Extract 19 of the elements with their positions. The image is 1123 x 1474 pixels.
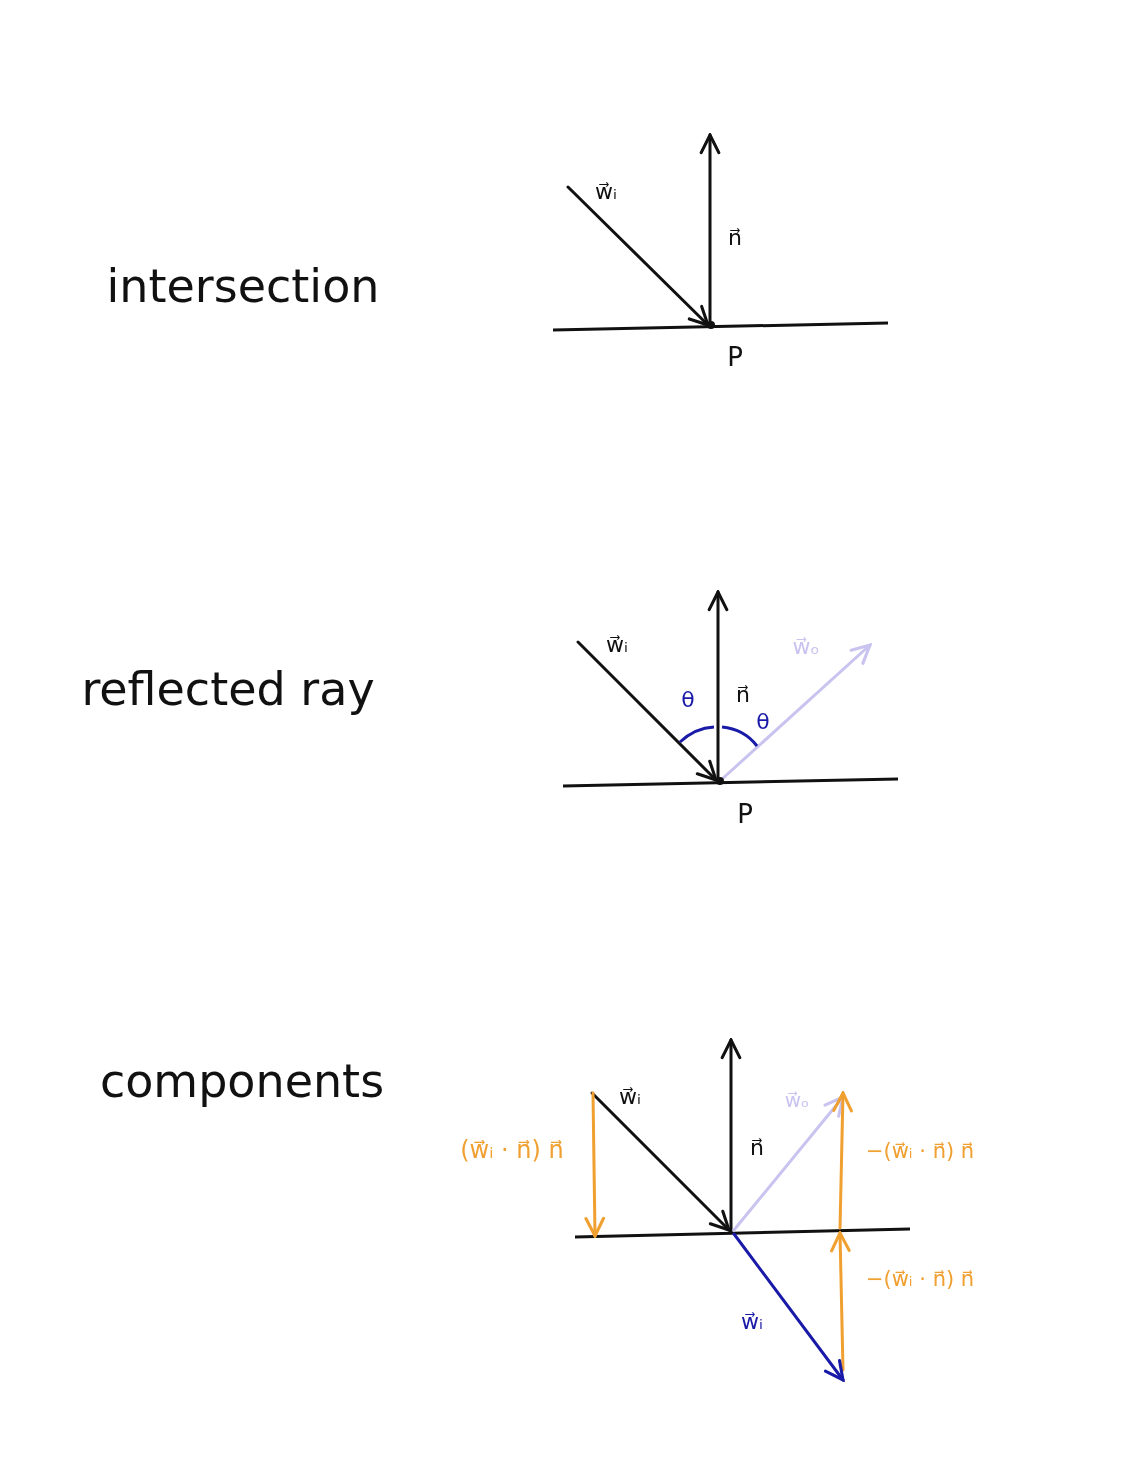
point-label: P bbox=[737, 799, 753, 831]
angle-label: θ bbox=[681, 686, 695, 714]
section-title: reflected ray bbox=[81, 662, 375, 718]
vector-label: w⃗ᵢ bbox=[595, 178, 617, 206]
vector-label: n⃗ bbox=[728, 224, 742, 252]
section-title: intersection bbox=[106, 259, 380, 315]
vector-label: w⃗ₒ bbox=[784, 1088, 810, 1112]
vector-label: w⃗ᵢ bbox=[619, 1083, 641, 1111]
formula-label: −(w⃗ᵢ · n⃗) n⃗ bbox=[865, 1267, 975, 1293]
formula-label: (w⃗ᵢ · n⃗) n⃗ bbox=[460, 1135, 564, 1165]
section-title: components bbox=[99, 1054, 385, 1110]
angle-label: θ bbox=[756, 708, 770, 736]
point-label: P bbox=[727, 342, 743, 374]
formula-label: −(w⃗ᵢ · n⃗) n⃗ bbox=[865, 1139, 975, 1165]
vector-label: w⃗ᵢ bbox=[606, 631, 628, 659]
vector-label: n⃗ bbox=[736, 681, 750, 709]
vector-label: w⃗ₒ bbox=[792, 633, 820, 661]
vector-label: w⃗ᵢ bbox=[741, 1308, 763, 1336]
vector-label: n⃗ bbox=[750, 1134, 764, 1162]
